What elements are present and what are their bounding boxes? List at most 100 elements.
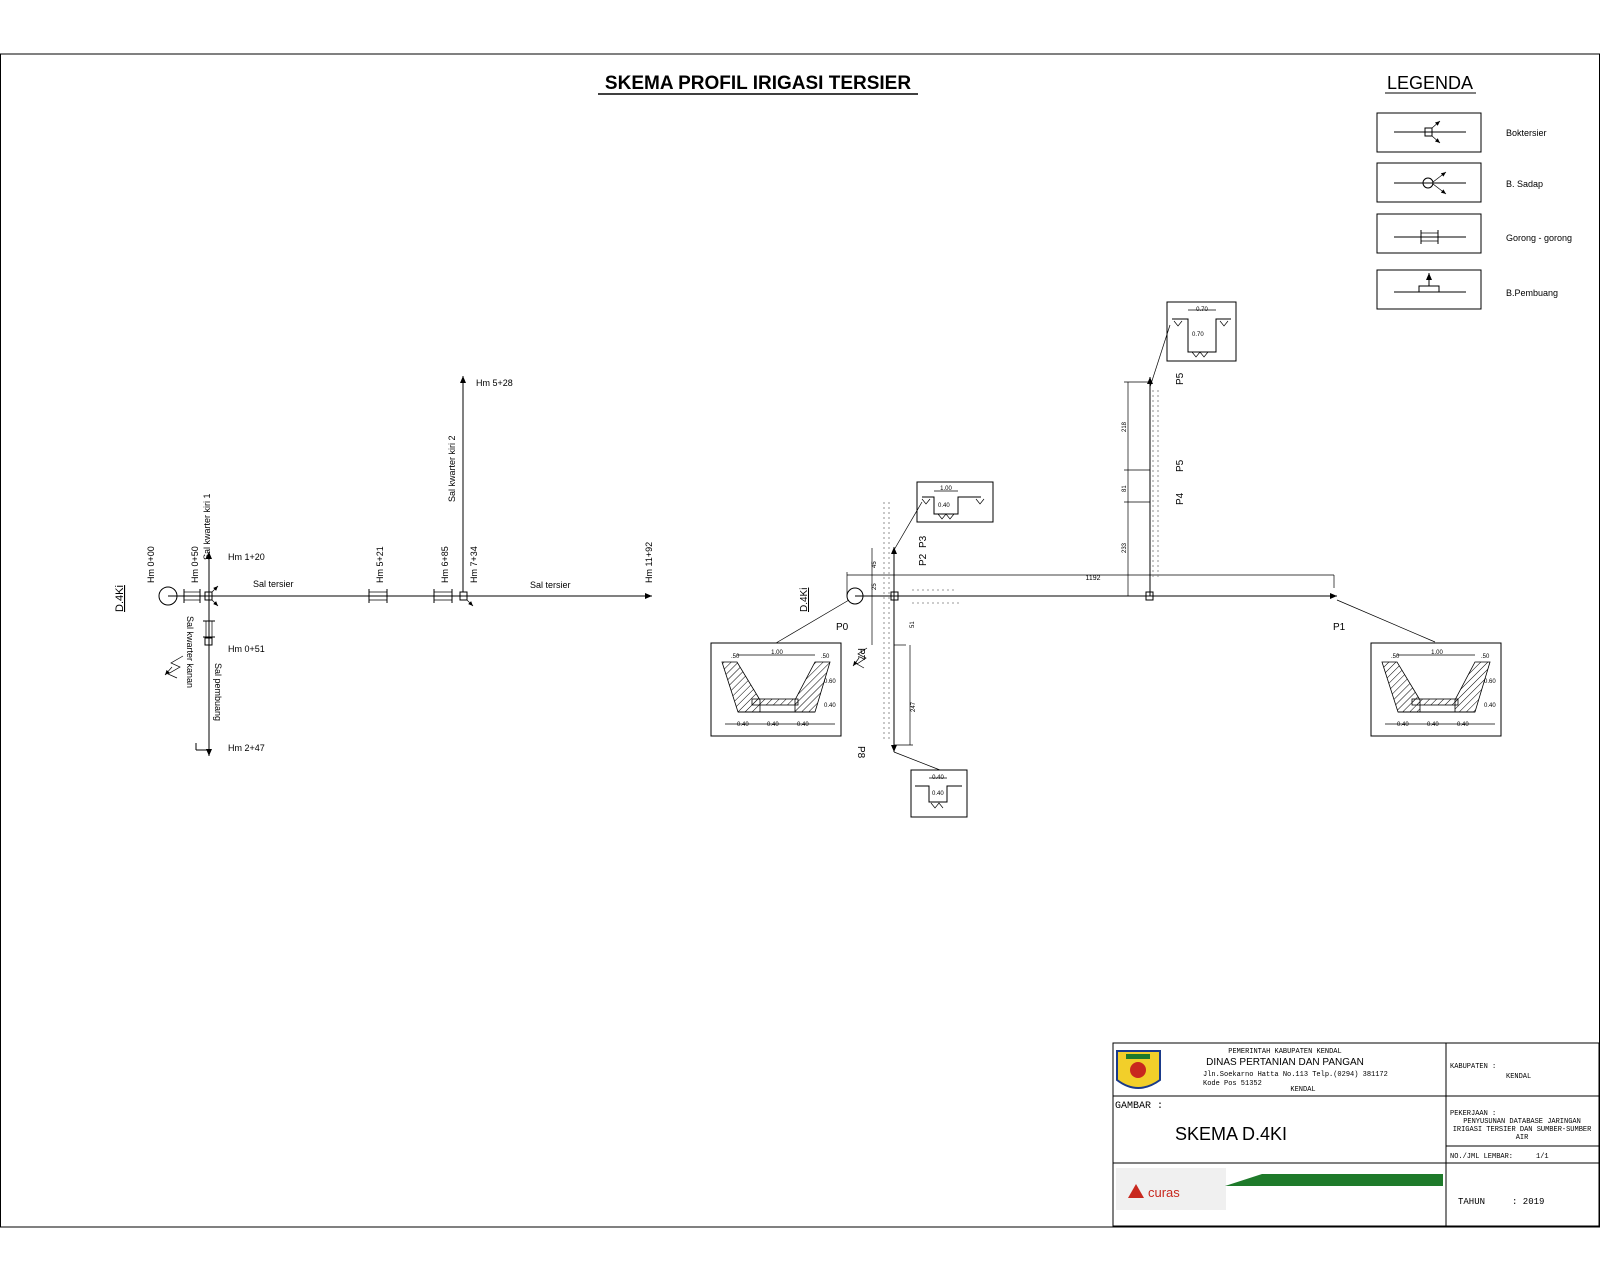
dimension-label: 1192 bbox=[1085, 575, 1100, 582]
station-label: Hm 6+85 bbox=[440, 546, 450, 583]
station-label: Hm 5+28 bbox=[476, 378, 513, 388]
dimension-label: 0.40 bbox=[932, 775, 944, 781]
bangunan-sadap-icon bbox=[1394, 171, 1466, 195]
lembar-value: 1/1 bbox=[1536, 1153, 1549, 1161]
legend-label: B.Pembuang bbox=[1506, 288, 1558, 298]
point-label: P2 bbox=[918, 553, 929, 566]
legend-item-pembuang: B.Pembuang bbox=[1376, 269, 1558, 310]
tahun-label: TAHUN bbox=[1458, 1197, 1485, 1207]
legend-heading: LEGENDA bbox=[1387, 73, 1473, 93]
point-label: P1 bbox=[1333, 622, 1346, 633]
channel-label: Sal pembuang bbox=[213, 663, 223, 721]
cross-section-trapezoid: 1.00 .50 .50 0.60 0.40 0.40 0.40 0.40 bbox=[710, 642, 842, 737]
point-label: P0 bbox=[836, 622, 849, 633]
station-label: Hm 0+00 bbox=[146, 546, 156, 583]
legend-label: Boktersier bbox=[1506, 128, 1547, 138]
channel-label: Sal tersier bbox=[530, 580, 571, 590]
profile-marker-label: D.4Ki bbox=[799, 588, 810, 612]
dimension-label: .50 bbox=[731, 654, 740, 660]
cross-section-earth: 1.00 0.40 bbox=[916, 481, 994, 523]
legend-label: Gorong - gorong bbox=[1506, 233, 1572, 243]
dimension-label: 0.40 bbox=[1484, 703, 1496, 709]
cross-section-trapezoid: 1.00 .50 .50 0.60 0.40 0.40 0.40 0.40 bbox=[1370, 642, 1502, 737]
tahun-value: : 2019 bbox=[1512, 1197, 1544, 1207]
pekerjaan-line: IRIGASI TERSIER DAN SUMBER-SUMBER bbox=[1453, 1126, 1592, 1134]
pekerjaan-line: AIR bbox=[1516, 1134, 1529, 1142]
network-schematic: D.4Ki bbox=[114, 376, 654, 756]
culvert-symbol bbox=[183, 589, 201, 603]
gambar-label: GAMBAR : bbox=[1115, 1101, 1163, 1112]
kabupaten-label: KABUPATEN : bbox=[1450, 1063, 1496, 1071]
dimension-label: .50 bbox=[1481, 654, 1490, 660]
dimension-label: 0.40 bbox=[1427, 722, 1439, 728]
channel-label: Sal kwarter kiri 1 bbox=[202, 493, 212, 560]
gov-name: PEMERINTAH KABUPATEN KENDAL bbox=[1228, 1048, 1341, 1056]
point-label: P5 bbox=[1175, 459, 1186, 472]
cross-section-earth: 0.70 0.70 bbox=[1166, 301, 1237, 362]
culvert-symbol bbox=[368, 589, 388, 603]
pekerjaan-line: PENYUSUNAN DATABASE JARINGAN bbox=[1463, 1118, 1581, 1126]
box-tersier-icon bbox=[1394, 120, 1466, 144]
dimension-label: 0.40 bbox=[824, 703, 836, 709]
drain-arrow-icon bbox=[164, 655, 184, 679]
dimension-label: 0.70 bbox=[1192, 332, 1204, 338]
dimension-label: 218 bbox=[1122, 421, 1128, 432]
point-label: P4 bbox=[1175, 492, 1186, 505]
drain-structure-icon bbox=[1394, 273, 1466, 293]
kabupaten-value: KENDAL bbox=[1506, 1073, 1531, 1081]
dimension-label: 233 bbox=[1122, 542, 1128, 553]
elevation-annotations bbox=[883, 390, 1159, 740]
pekerjaan-label: PEKERJAAN : bbox=[1450, 1110, 1496, 1118]
culvert-symbol bbox=[433, 589, 453, 603]
dimension-label: .50 bbox=[821, 654, 830, 660]
dept-name: DINAS PERTANIAN DAN PANGAN bbox=[1206, 1057, 1364, 1068]
dimension-label: 1.00 bbox=[771, 650, 783, 656]
cross-section-earth: 0.40 0.40 bbox=[910, 769, 968, 818]
drawing-title: SKEMA PROFIL IRIGASI TERSIER bbox=[605, 73, 911, 94]
dimension-label: 0.40 bbox=[938, 503, 950, 509]
dimension-label: 0.40 bbox=[767, 722, 779, 728]
legend-item-gorong: Gorong - gorong bbox=[1376, 213, 1572, 254]
station-label: Hm 5+21 bbox=[375, 546, 385, 583]
station-label: Hm 2+47 bbox=[228, 743, 265, 753]
dimension-label: 0.70 bbox=[1196, 307, 1208, 313]
channel-label: Sal tersier bbox=[253, 579, 294, 589]
point-label: P7 bbox=[855, 648, 866, 661]
culvert-icon bbox=[1394, 230, 1466, 244]
postcode: Kode Pos 51352 bbox=[1203, 1080, 1262, 1088]
lembar-label: NO./JML LEMBAR: bbox=[1450, 1153, 1513, 1161]
gambar-value: SKEMA D.4KI bbox=[1175, 1124, 1287, 1144]
consultant-logo-text: curas bbox=[1148, 1185, 1180, 1200]
dimension-label: 0.40 bbox=[737, 722, 749, 728]
channel-label: Sal kwarter kiri 2 bbox=[447, 435, 457, 502]
culvert-symbol bbox=[203, 620, 215, 638]
drain-arrow-icon bbox=[852, 647, 868, 669]
green-band bbox=[1225, 1174, 1443, 1186]
dimension-label: 45 bbox=[872, 561, 878, 568]
station-label: Hm 7+34 bbox=[469, 546, 479, 583]
address: Jln.Soekarno Hatta No.113 Telp.(0294) 38… bbox=[1203, 1071, 1388, 1079]
point-label: P5 bbox=[1175, 372, 1186, 385]
kendal-seal-logo bbox=[1116, 1050, 1161, 1089]
legend-item-sadap: B. Sadap bbox=[1376, 162, 1543, 203]
point-label: P3 bbox=[918, 535, 929, 548]
consultant-logo: curas bbox=[1116, 1168, 1443, 1210]
channel-label: Sal kwarter kanan bbox=[185, 616, 195, 688]
dimension-label: 0.40 bbox=[1397, 722, 1409, 728]
dimension-label: 51 bbox=[910, 621, 916, 628]
dimension-label: 247 bbox=[911, 701, 917, 712]
station-label: Hm 11+92 bbox=[644, 542, 654, 583]
dimension-label: 0.40 bbox=[797, 722, 809, 728]
dimension-label: 81 bbox=[1122, 485, 1128, 492]
legend-item-boktersier: Boktersier bbox=[1376, 112, 1547, 153]
dimension-label: 0.60 bbox=[1484, 679, 1496, 685]
schematic-marker-label: D.4Ki bbox=[114, 585, 126, 612]
dimension-label: 1.00 bbox=[1431, 650, 1443, 656]
dimension-label: 0.60 bbox=[824, 679, 836, 685]
box-tersier-symbol bbox=[204, 637, 213, 646]
point-label: P8 bbox=[855, 746, 866, 759]
dimension-label: 25 bbox=[872, 583, 878, 590]
station-label: Hm 0+50 bbox=[190, 546, 200, 583]
